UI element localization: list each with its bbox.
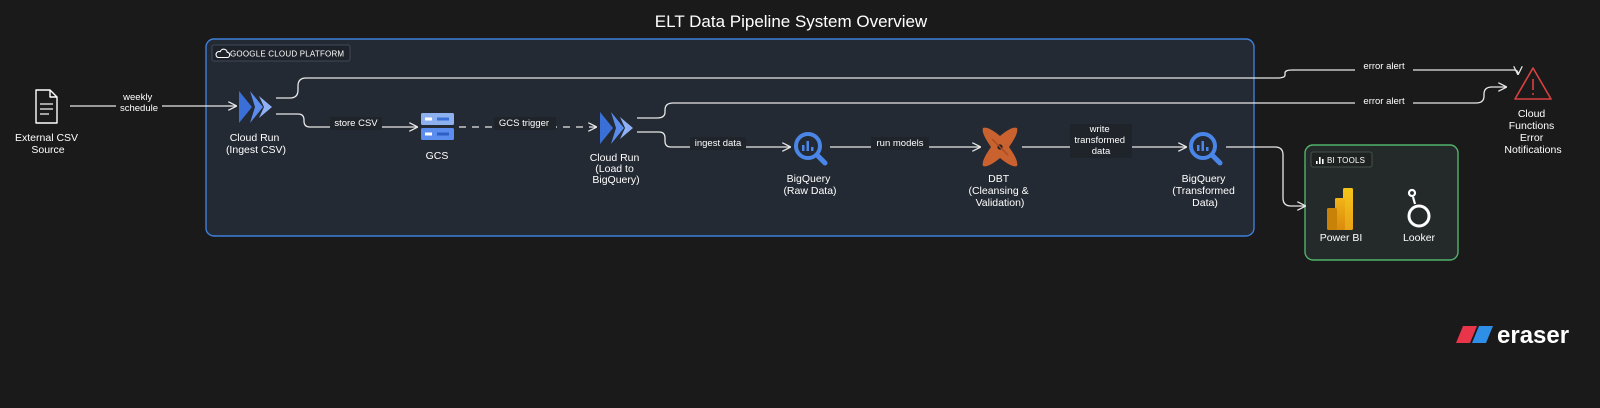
eraser-logo-red-shape	[1456, 326, 1477, 343]
node-cloud-run-load[interactable]: Cloud Run (Load to BigQuery)	[590, 112, 643, 186]
node-label-dbt: DBT (Cleansing & Validation)	[968, 173, 1031, 209]
node-bigquery-raw[interactable]: BigQuery (Raw Data)	[783, 132, 837, 197]
node-power-bi[interactable]: Power BI	[1320, 188, 1363, 244]
edge-label-error-alert-1: error alert	[1363, 61, 1405, 72]
node-label-power-bi: Power BI	[1320, 232, 1363, 244]
edge-label-gcs-trigger: GCS trigger	[499, 118, 549, 129]
node-cloud-run-ingest[interactable]: Cloud Run (Ingest CSV)	[226, 91, 286, 156]
cloud-run-icon	[239, 91, 272, 123]
cloud-icon	[215, 48, 231, 59]
eraser-logo-text: eraser	[1497, 322, 1569, 349]
bigquery-icon	[1189, 132, 1223, 166]
bi-tools-label: BI TOOLS	[1327, 156, 1365, 165]
node-cloud-functions[interactable]: Cloud Functions Error Notifications	[1504, 67, 1562, 156]
node-label-looker: Looker	[1403, 232, 1436, 244]
dbt-icon	[982, 127, 1018, 167]
node-looker[interactable]: Looker	[1403, 188, 1436, 244]
gcp-group-label: GOOGLE CLOUD PLATFORM	[230, 50, 344, 59]
edge-error-alert-2	[637, 87, 1506, 119]
node-bigquery-transformed[interactable]: BigQuery (Transformed Data)	[1172, 132, 1238, 209]
node-label-cloud-run-load: Cloud Run (Load to BigQuery)	[590, 152, 643, 186]
file-icon	[35, 89, 58, 124]
power-bi-icon	[1327, 188, 1353, 230]
diagram-title: ELT Data Pipeline System Overview	[655, 12, 928, 31]
edge-label-store-csv: store CSV	[334, 118, 378, 129]
node-label-bigquery-raw: BigQuery (Raw Data)	[783, 173, 836, 197]
edge-store-csv	[276, 113, 417, 127]
node-dbt[interactable]: DBT (Cleansing & Validation)	[968, 127, 1031, 209]
node-label-external-csv: External CSV Source	[15, 132, 81, 156]
eraser-logo[interactable]: eraser	[1456, 322, 1569, 349]
edge-label-error-alert-2: error alert	[1363, 96, 1405, 107]
cloud-run-icon	[600, 112, 633, 144]
gcp-group-tag: GOOGLE CLOUD PLATFORM	[211, 44, 351, 62]
edge-label-ingest-data: ingest data	[695, 138, 742, 149]
edge-error-alert-1	[276, 70, 1518, 99]
edge-label-run-models: run models	[877, 138, 924, 149]
node-external-csv[interactable]: External CSV Source	[15, 89, 81, 156]
bar-chart-icon	[1316, 157, 1324, 164]
node-gcs[interactable]: GCS	[421, 113, 454, 162]
node-label-bigquery-transformed: BigQuery (Transformed Data)	[1172, 173, 1238, 209]
looker-icon	[1407, 188, 1431, 228]
warning-icon	[1514, 67, 1552, 100]
eraser-logo-blue-shape	[1472, 326, 1493, 343]
node-label-cloud-run-ingest: Cloud Run (Ingest CSV)	[226, 132, 286, 156]
edge-label-weekly-schedule: weekly schedule	[120, 92, 158, 114]
node-label-cloud-functions: Cloud Functions Error Notifications	[1504, 108, 1561, 156]
node-label-gcs: GCS	[426, 150, 449, 162]
edge-ingest-data	[637, 131, 790, 147]
bi-tools-tag: BI TOOLS	[1310, 151, 1373, 168]
edge-to-bi-tools	[1226, 146, 1305, 206]
bi-tools-group: BI TOOLS	[1304, 144, 1459, 261]
edge-label-write-transformed: write transformed data	[1074, 124, 1127, 157]
bigquery-icon	[794, 132, 828, 166]
storage-icon	[421, 113, 454, 140]
